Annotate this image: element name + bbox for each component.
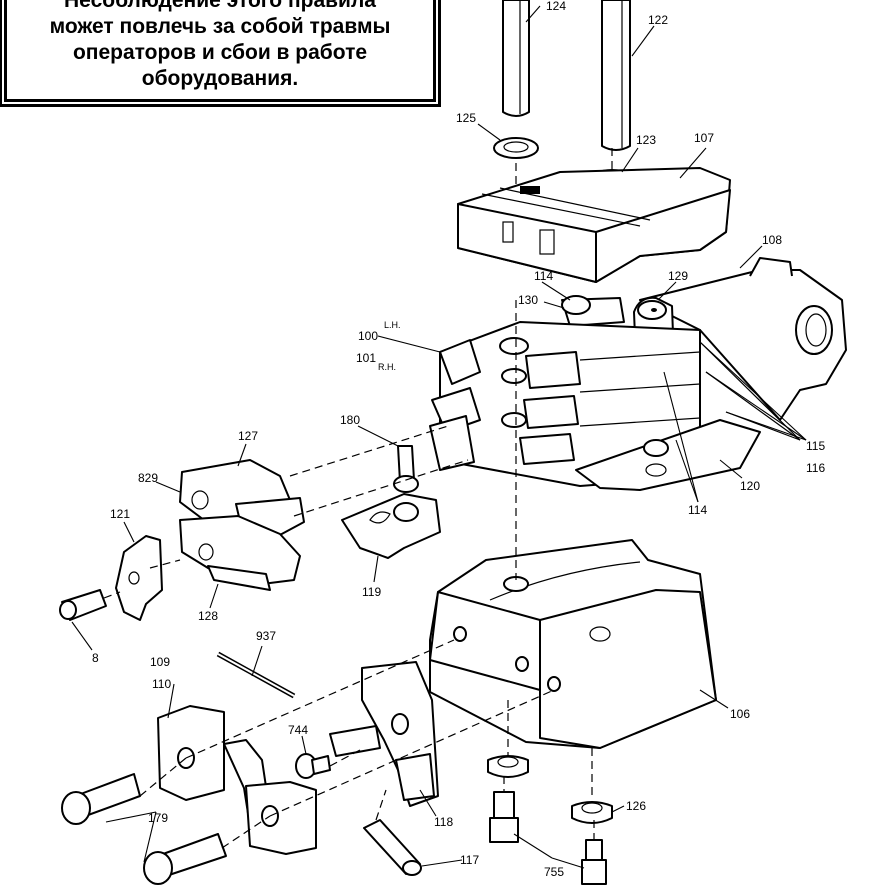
base-106	[429, 539, 717, 749]
label-108: 108	[762, 233, 782, 247]
warning-line-2: может повлечь за собой травмы	[49, 15, 391, 38]
label-755: 755	[544, 865, 564, 879]
label-125: 125	[456, 111, 476, 125]
label-114-bottom: 114	[688, 503, 707, 517]
pin-117	[363, 819, 422, 876]
label-109: 109	[150, 655, 170, 669]
label-101: 101	[356, 351, 376, 365]
label-8: 8	[92, 651, 99, 665]
pin-937	[216, 651, 296, 699]
label-744: 744	[288, 723, 308, 737]
label-179: 179	[148, 811, 168, 825]
washer-125	[493, 137, 539, 159]
screw-8	[59, 589, 107, 621]
screw-744	[295, 753, 331, 779]
label-107: 107	[694, 131, 714, 145]
label-124: 124	[546, 0, 566, 13]
block-121	[115, 535, 163, 621]
washer-lower	[487, 755, 529, 778]
label-129: 129	[668, 269, 688, 283]
label-119: 119	[362, 585, 381, 599]
label-120: 120	[740, 479, 760, 493]
label-122: 122	[648, 13, 668, 27]
warning-line-1: Несоблюдение этого правила	[64, 0, 376, 12]
label-180: 180	[340, 413, 360, 427]
warning-box	[4, 0, 436, 102]
callout-labels: 124 122 125 123 107 108 114 129 130 L.H.…	[92, 0, 825, 879]
label-829: 829	[138, 471, 158, 485]
label-130: 130	[518, 293, 538, 307]
label-116: 116	[806, 461, 825, 475]
guide-rod-122	[601, 0, 631, 151]
screw-180	[393, 445, 419, 493]
warning-text: Несоблюдение этого правила может повлечь…	[4, 0, 436, 92]
top-block-107	[457, 167, 731, 283]
clamp-118	[329, 661, 439, 807]
label-128: 128	[198, 609, 218, 623]
label-lh: L.H.	[384, 320, 401, 330]
label-106: 106	[730, 707, 750, 721]
clamp-128	[179, 515, 301, 591]
block-109-110	[157, 705, 317, 855]
leader-lines	[71, 5, 807, 869]
assembly-lines	[103, 300, 595, 849]
washer-126	[571, 801, 613, 824]
label-126: 126	[626, 799, 646, 813]
label-937: 937	[256, 629, 276, 643]
lever-108	[639, 257, 847, 421]
label-123: 123	[636, 133, 656, 147]
label-117: 117	[460, 853, 479, 867]
label-121: 121	[110, 507, 130, 521]
screws-755	[489, 791, 607, 885]
label-127: 127	[238, 429, 258, 443]
label-rh: R.H.	[378, 362, 396, 372]
label-100: 100	[358, 329, 378, 343]
label-118: 118	[434, 815, 453, 829]
label-110: 110	[152, 677, 171, 691]
guide-rod-124	[502, 0, 530, 117]
warning-line-3: операторов и сбои в работе	[72, 41, 368, 64]
cap-screws-179	[61, 773, 227, 885]
plate-119	[341, 493, 441, 559]
label-114-top: 114	[534, 269, 553, 283]
pin-130	[561, 295, 625, 327]
label-115: 115	[806, 439, 825, 453]
warning-line-4: оборудования.	[141, 67, 299, 90]
plates-115-116	[575, 341, 801, 491]
